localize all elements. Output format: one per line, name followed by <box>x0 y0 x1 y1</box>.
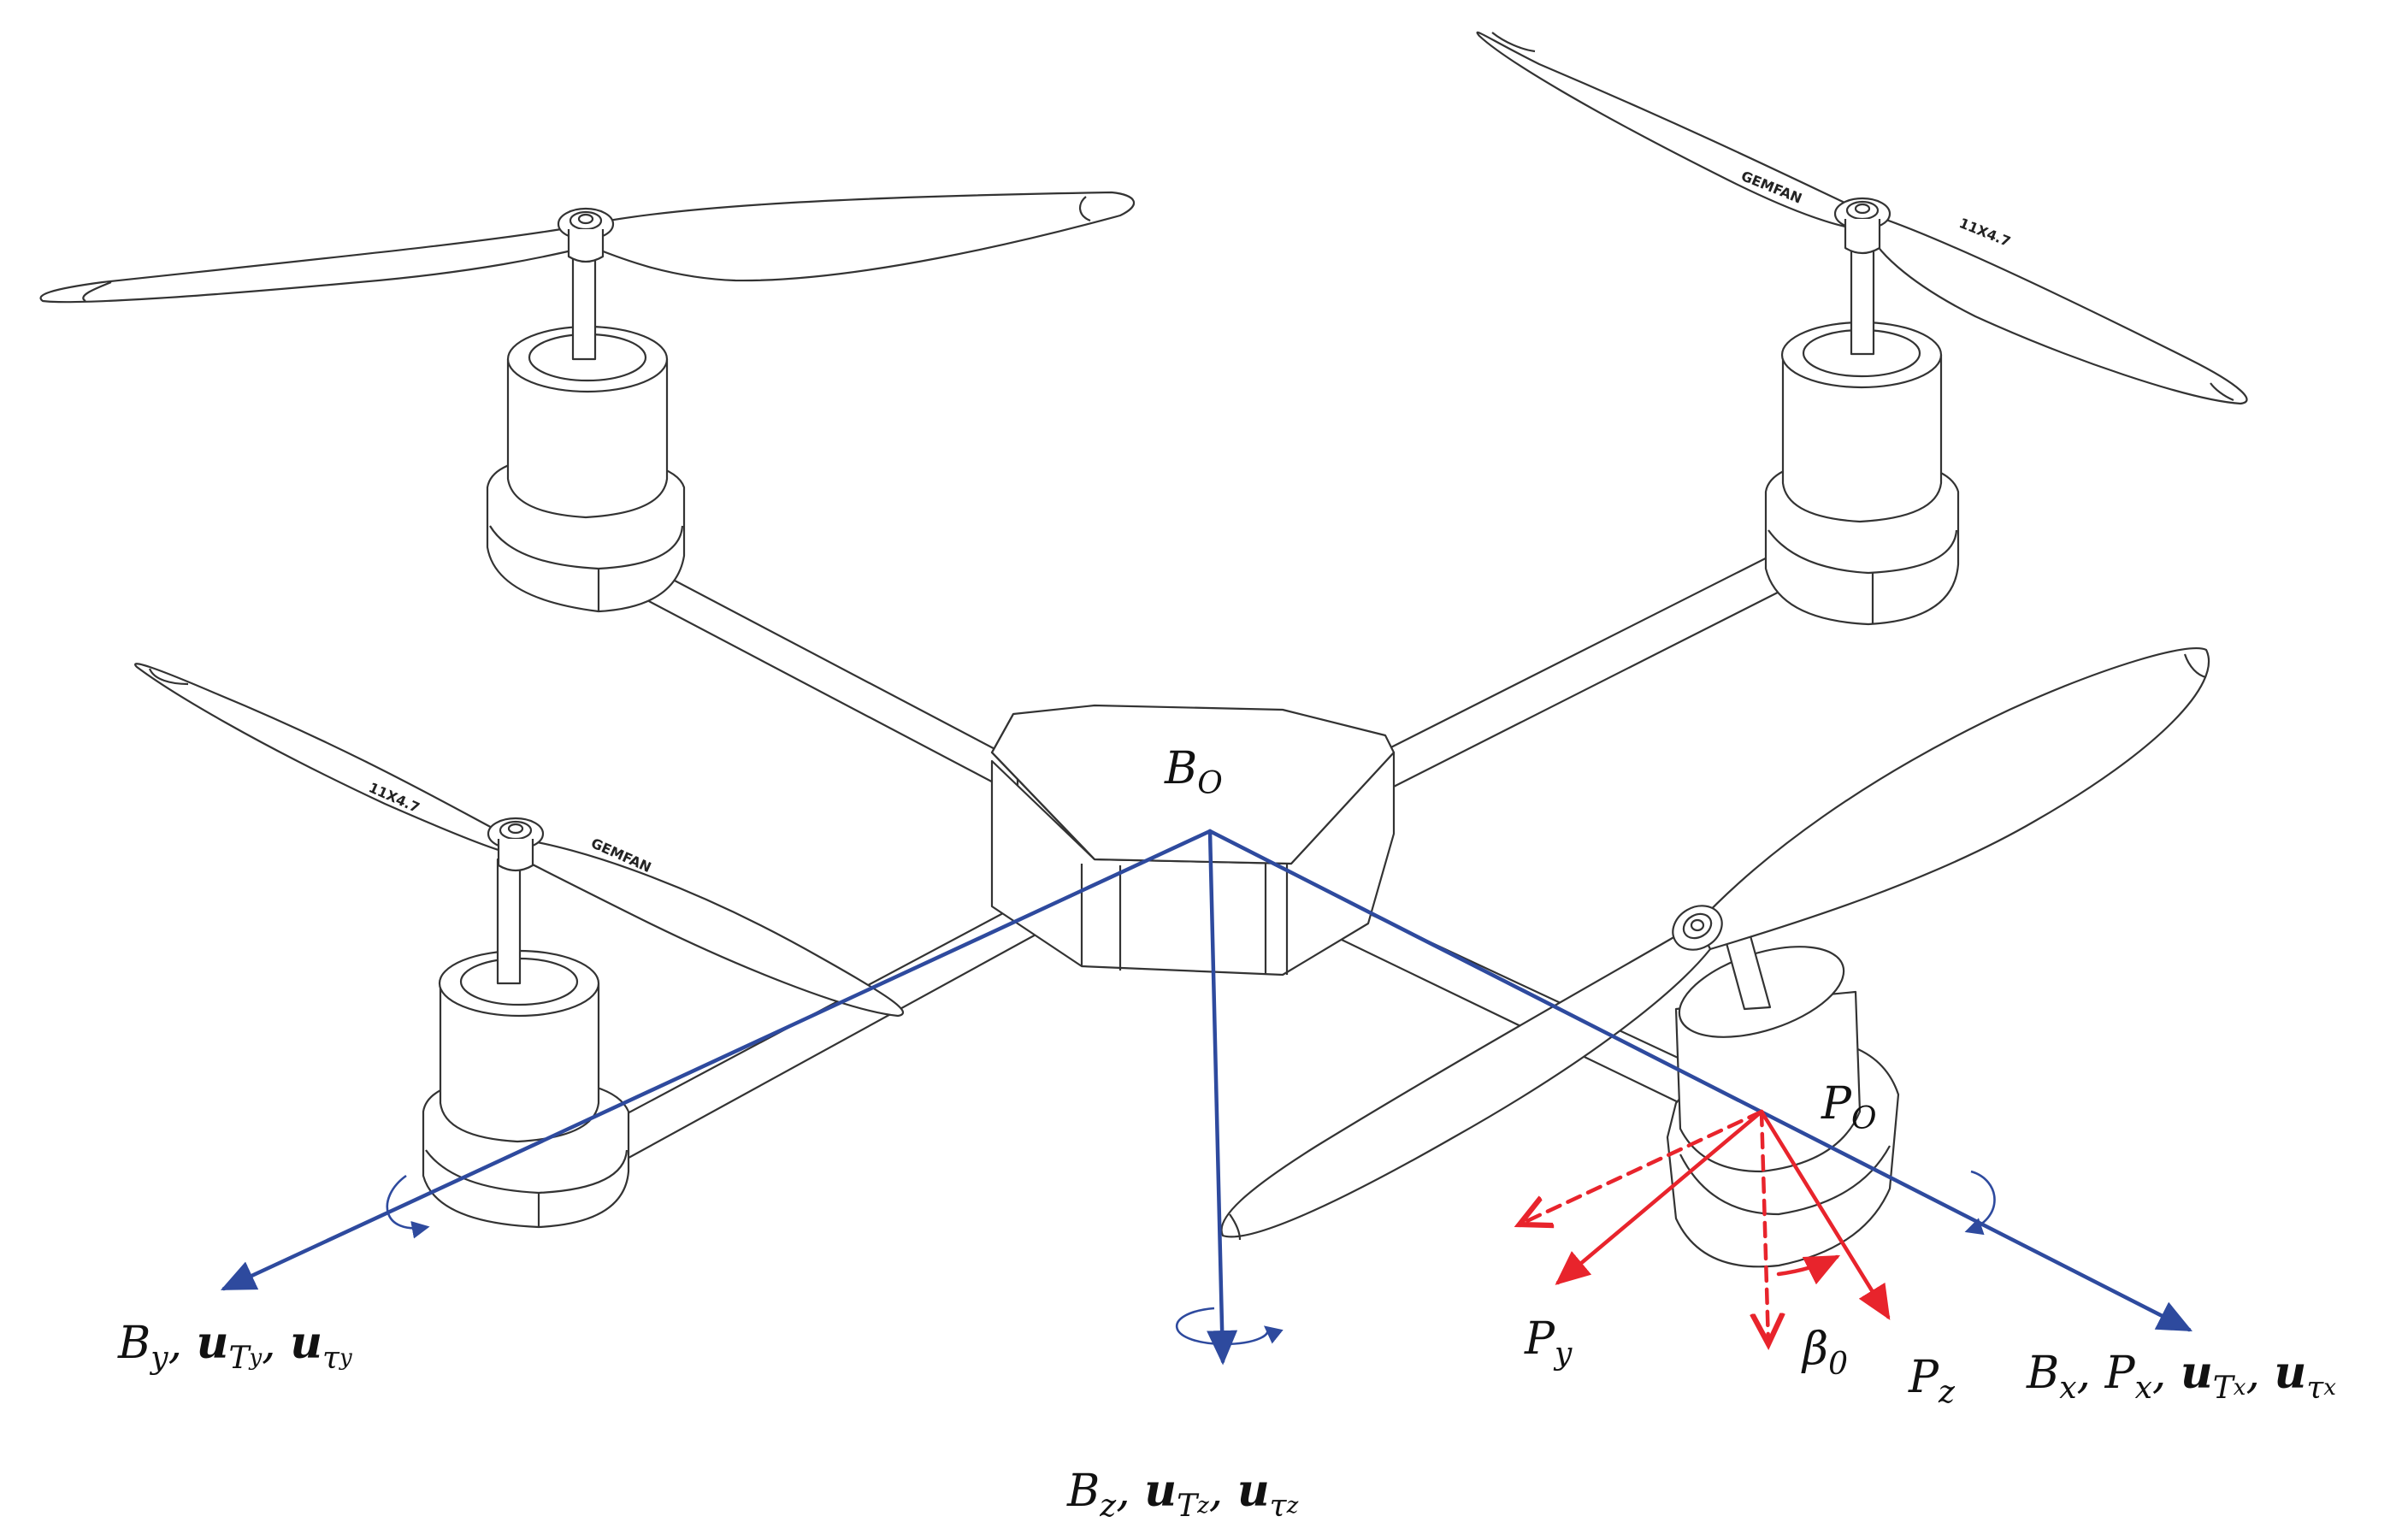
axis-b-y <box>220 829 1213 1291</box>
propeller-front-left <box>134 663 904 1018</box>
rotation-arrow-icon <box>1964 1170 1996 1236</box>
propeller-size-stamp: 11X4.7 <box>1957 215 2013 250</box>
propeller-front-right <box>1220 646 2210 1241</box>
motor-rear-left <box>486 248 686 613</box>
motor-front-right <box>1666 906 1900 1268</box>
propeller-axes <box>1520 1109 1891 1344</box>
label-b-o: BO <box>1165 743 1223 801</box>
label-p-o: PO <box>1821 1078 1877 1136</box>
axis-p-z <box>1759 1109 1891 1320</box>
axis-b-x <box>1207 829 2193 1332</box>
axis-p-y-initial <box>1520 1109 1764 1224</box>
label-b-x: Bx, Px, uTx, uτx <box>2027 1347 2336 1406</box>
label-p-y: Py <box>1525 1313 1573 1372</box>
motor-rear-right <box>1764 239 1960 626</box>
label-b-z: Bz, uTz, uτz <box>1067 1465 1299 1524</box>
axis-p-y <box>1555 1109 1764 1285</box>
rotation-arrow-icon <box>1175 1307 1284 1346</box>
rotation-arrow-icon <box>386 1174 430 1239</box>
axis-b-z <box>1207 829 1238 1366</box>
central-hub <box>990 704 1396 977</box>
label-p-z: Pz <box>1909 1352 1955 1410</box>
tilt-angle-arc <box>1776 1254 1841 1285</box>
label-beta-0: β0 <box>1803 1324 1848 1382</box>
rotation-arrows <box>386 1170 1996 1346</box>
propeller-rear-left <box>39 191 1136 304</box>
motor-front-left <box>422 858 630 1229</box>
label-b-y: By, uTy, uτy <box>118 1317 352 1376</box>
drone-line-art <box>39 31 2248 1268</box>
propeller-rear-right <box>1476 31 2248 405</box>
axis-p-z-initial <box>1762 1109 1768 1344</box>
